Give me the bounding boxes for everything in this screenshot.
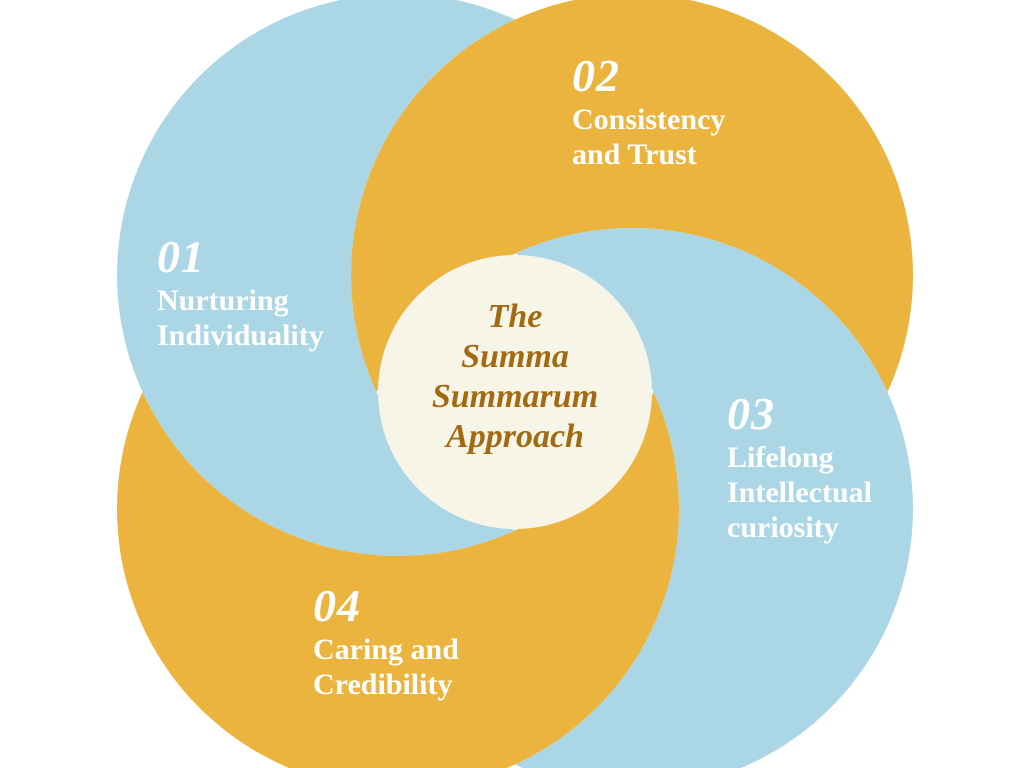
step-label-line: Credibility <box>313 668 453 701</box>
step-number: 02 <box>572 50 620 101</box>
step-label-line: Caring and <box>313 633 459 666</box>
petal-01-blue <box>117 0 515 556</box>
petal-02-yellow <box>351 0 913 392</box>
step-label-line: Consistency <box>572 103 726 136</box>
step-04-label-block: 04 Caring and Credibility <box>313 582 459 702</box>
step-label-line: curiosity <box>727 511 839 544</box>
step-label-line: Intellectual <box>727 476 872 509</box>
step-label-line: Nurturing <box>157 284 289 317</box>
petal-04-yellow <box>117 392 679 768</box>
step-label-line: Lifelong <box>727 441 834 474</box>
step-01-label-block: 01 Nurturing Individuality <box>157 233 324 353</box>
step-03-label-block: 03 Lifelong Intellectual curiosity <box>727 390 872 545</box>
step-label-line: and Trust <box>572 138 697 171</box>
title-line: Approach <box>446 418 584 455</box>
title-line: Summarum <box>431 378 599 415</box>
step-number: 04 <box>313 580 361 631</box>
step-label-line: Individuality <box>157 319 324 352</box>
title-line: Summa <box>461 338 569 375</box>
diagram-title: The Summa Summarum Approach <box>385 297 645 457</box>
petal-03-blue <box>515 228 913 768</box>
step-number: 01 <box>157 231 205 282</box>
center-circle <box>378 255 652 529</box>
step-number: 03 <box>727 388 775 439</box>
title-line: The <box>487 298 543 335</box>
step-02-label-block: 02 Consistency and Trust <box>572 52 725 172</box>
